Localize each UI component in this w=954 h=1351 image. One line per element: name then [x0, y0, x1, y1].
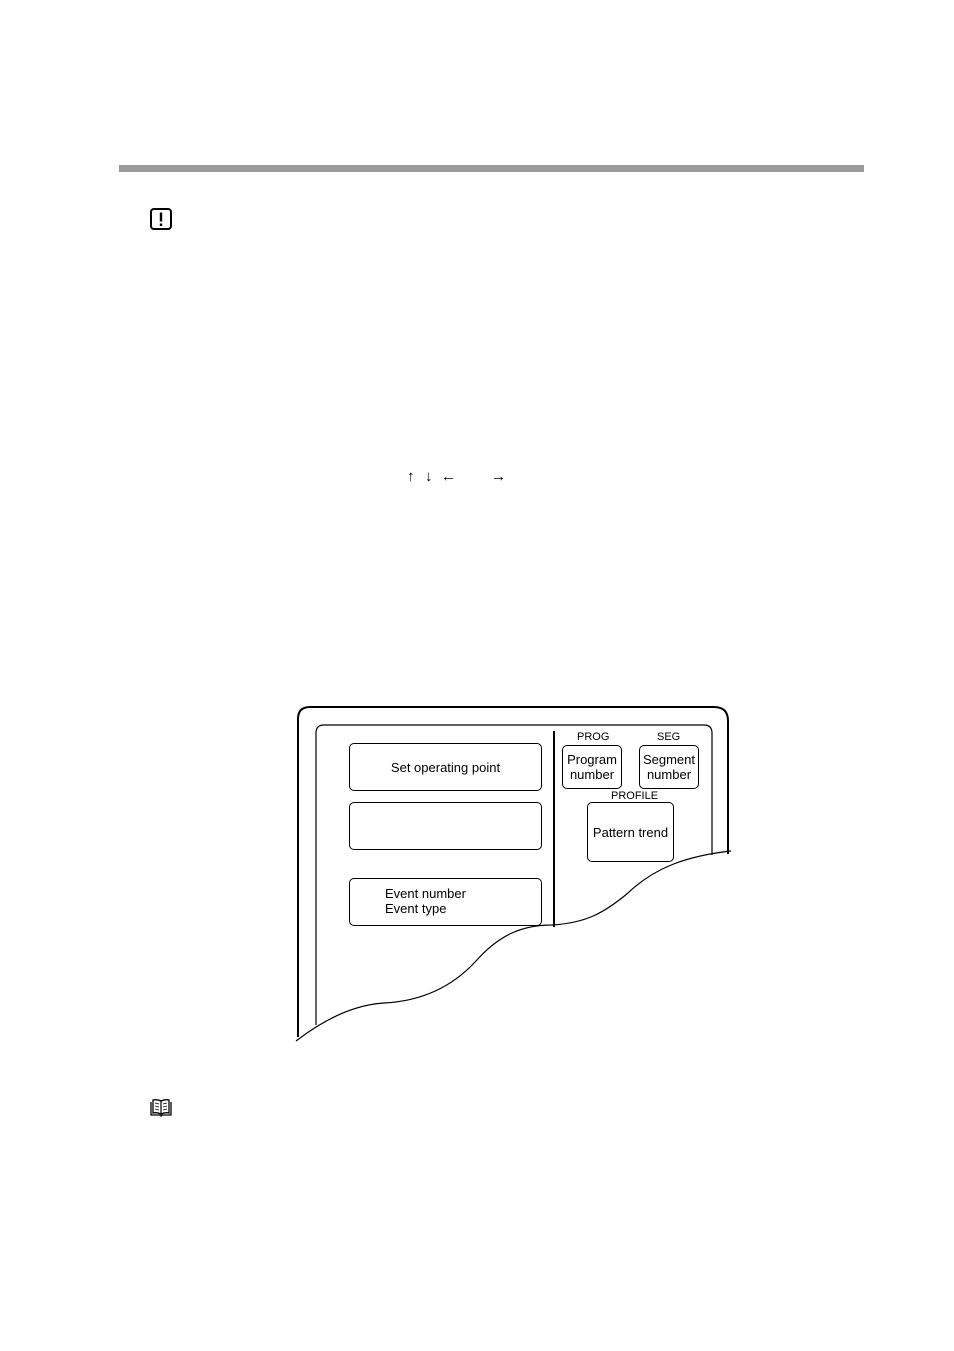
segment-number-line1: Segment	[642, 752, 696, 767]
pattern-trend-label: Pattern trend	[592, 824, 669, 840]
panel-outline	[295, 706, 732, 1042]
event-number-label: Event number	[385, 886, 466, 901]
open-book-icon	[149, 1098, 173, 1118]
prog-label: PROG	[577, 731, 610, 743]
set-operating-point-label: Set operating point	[390, 759, 501, 775]
arrow-keys: ↑ ↓ ← →	[407, 467, 511, 487]
caution-icon	[150, 208, 172, 230]
header-rule	[119, 165, 864, 172]
program-number-line1: Program	[567, 752, 617, 767]
profile-label: PROFILE	[611, 790, 659, 802]
event-display: Event number Event type	[349, 878, 542, 926]
segment-number-line2: number	[646, 767, 692, 782]
pattern-trend-display: Pattern trend	[587, 802, 674, 862]
up-arrow-icon: ↑	[407, 468, 415, 485]
down-arrow-icon: ↓	[425, 468, 433, 485]
display-panel-figure: Set operating point Event number Event t…	[294, 703, 740, 1045]
set-operating-point-display: Set operating point	[349, 743, 542, 791]
segment-number-display: Segment number	[639, 745, 699, 789]
event-type-label: Event type	[385, 901, 447, 916]
right-arrow-icon: →	[491, 468, 506, 485]
program-number-line2: number	[569, 767, 615, 782]
blank-display	[349, 802, 542, 850]
left-arrow-icon: ←	[441, 468, 456, 485]
program-number-display: Program number	[562, 745, 622, 789]
seg-label: SEG	[657, 731, 681, 743]
